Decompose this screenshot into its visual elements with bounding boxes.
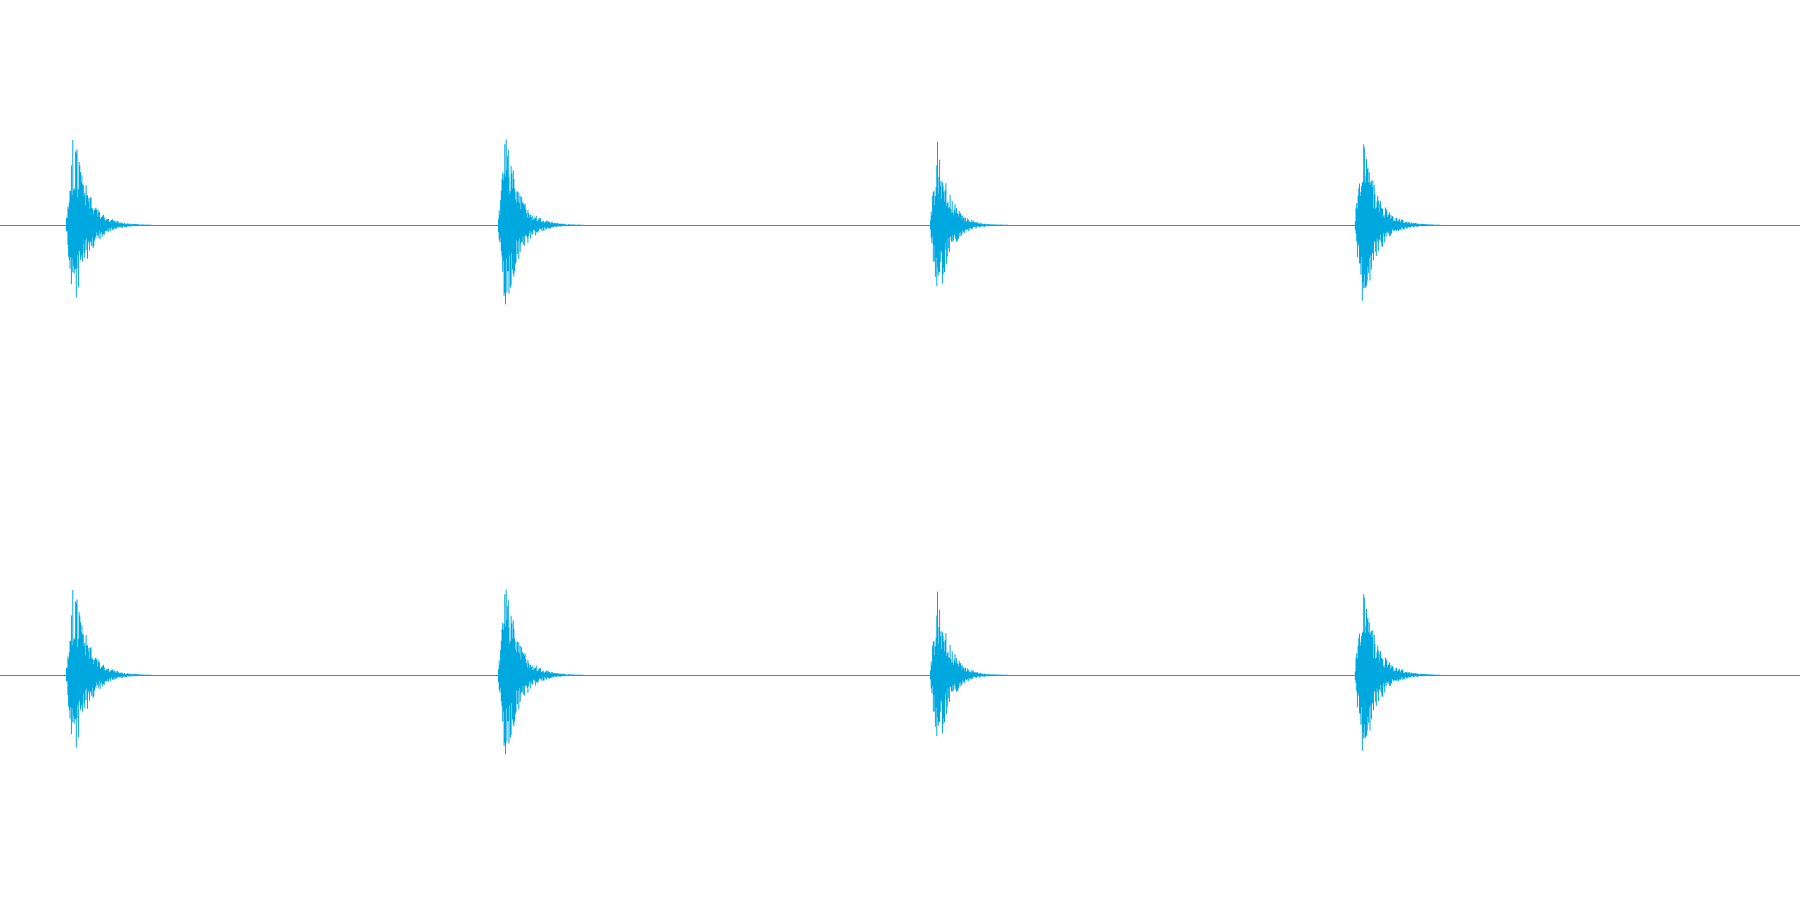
click-transient bbox=[66, 590, 152, 748]
click-waveform-path bbox=[1354, 144, 1441, 301]
click-waveform-path bbox=[498, 139, 584, 305]
click-transient bbox=[498, 589, 584, 755]
channel-2-waveform bbox=[0, 589, 1800, 755]
click-waveform-path bbox=[498, 589, 584, 755]
click-waveform-path bbox=[930, 591, 1008, 737]
click-waveform-path bbox=[66, 590, 152, 748]
channel-1-waveform bbox=[0, 139, 1800, 305]
click-transient bbox=[930, 141, 1008, 287]
click-transient bbox=[498, 139, 584, 305]
click-transient bbox=[1354, 594, 1441, 751]
click-waveform-path bbox=[1354, 594, 1441, 751]
click-waveform-path bbox=[66, 140, 152, 298]
click-transient bbox=[1354, 144, 1441, 301]
click-waveform-path bbox=[930, 141, 1008, 287]
click-transient bbox=[66, 140, 152, 298]
click-transient bbox=[930, 591, 1008, 737]
